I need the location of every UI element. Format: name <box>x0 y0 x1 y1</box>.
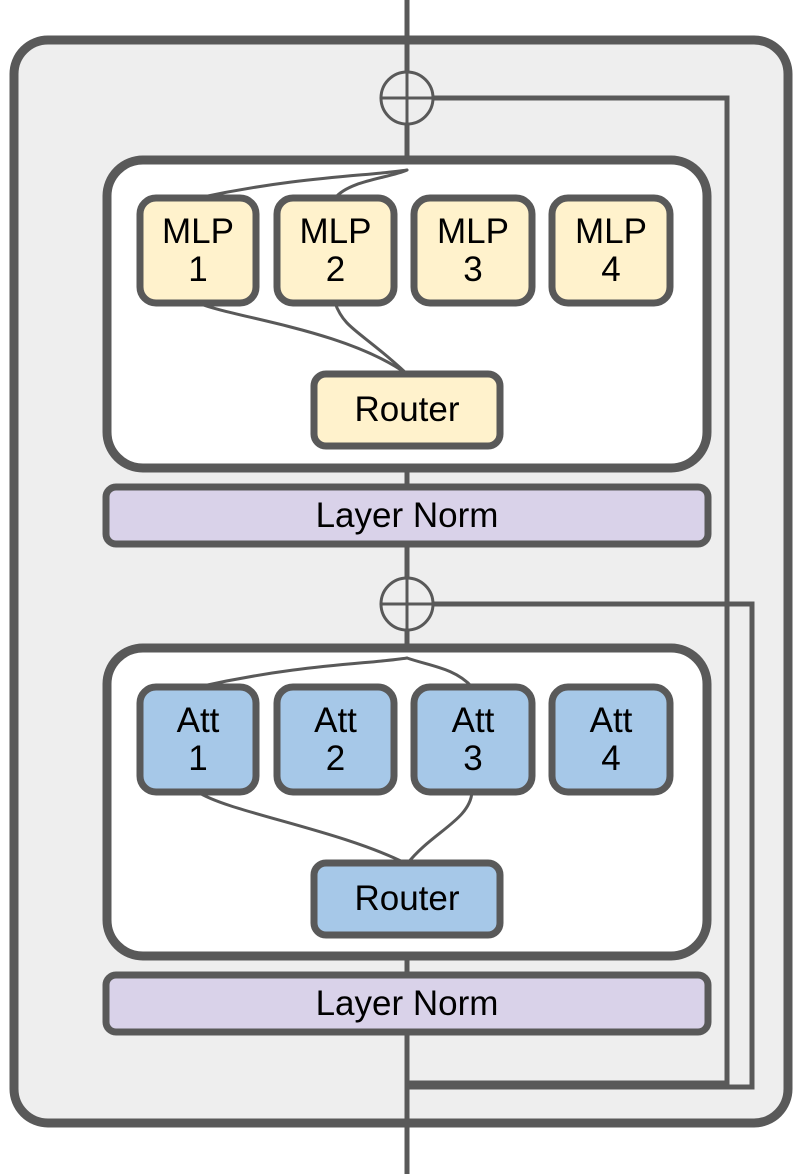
attention-expert-3[interactable] <box>410 683 536 796</box>
mlp-sum-node <box>379 70 435 126</box>
attention-routing-wire-in-1 <box>196 656 409 689</box>
mlp-layer-norm[interactable] <box>102 483 712 548</box>
attention-routing-wire-out-3 <box>405 790 474 866</box>
mlp-expert-1[interactable] <box>136 194 260 307</box>
attention-router[interactable] <box>310 859 504 939</box>
mlp-residual-connection <box>407 95 730 1086</box>
attention-expert-2[interactable] <box>273 683 398 796</box>
attention-expert-1[interactable] <box>136 683 260 796</box>
mlp-expert-2[interactable] <box>273 194 398 307</box>
attention-routing-wire-out-1 <box>196 790 409 866</box>
attention-routing-wire-in-3 <box>405 656 474 689</box>
attention-residual-connection <box>407 601 755 1090</box>
mlp-expert-3[interactable] <box>410 194 536 307</box>
mlp-routing-wire-in-2 <box>333 168 409 200</box>
mlp-expert-4[interactable] <box>548 194 674 307</box>
mlp-router[interactable] <box>310 370 504 450</box>
mlp-routing-wire-out-1 <box>196 301 409 376</box>
mlp-routing-wire-out-2 <box>333 301 409 376</box>
attention-sum-node <box>379 576 435 632</box>
mlp-routing-wire-in-1 <box>196 168 409 200</box>
attention-expert-4[interactable] <box>548 683 674 796</box>
attention-layer-norm[interactable] <box>102 971 712 1036</box>
